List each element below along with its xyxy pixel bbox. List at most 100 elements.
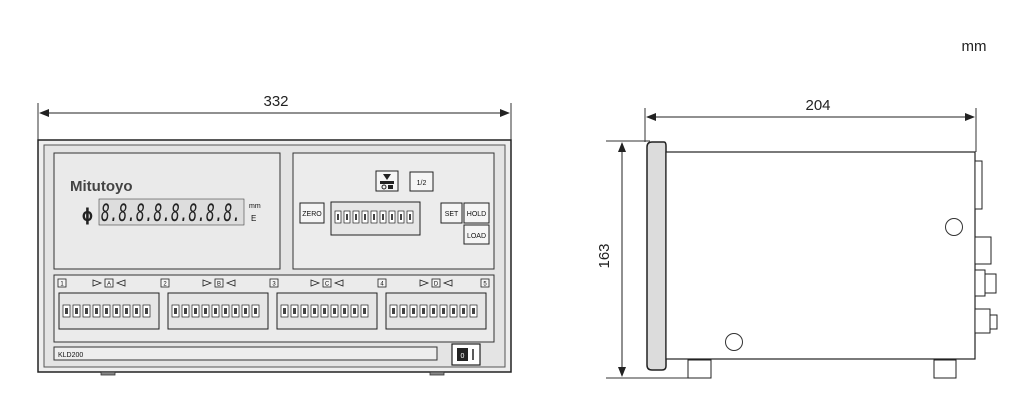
side-screw-upper [945,218,963,236]
terminal-b-pin-contact [224,308,227,314]
brand-logo: Mitutoyo [70,178,132,195]
phi-symbol: ϕ [82,205,93,226]
power-switch-rocker [457,348,468,361]
terminal-b-pin-contact [194,308,197,314]
svg-text:1: 1 [60,282,64,288]
terminal-a-pin-contact [85,308,88,314]
height-value: 163 [596,243,613,268]
terminal-b-pin-contact [204,308,207,314]
channel-number-1: 1 [57,278,67,288]
display-unit: mm [249,203,261,210]
zero-key[interactable] [299,202,325,224]
side-screw-lower [725,333,743,351]
rear-connector-3 [974,269,986,297]
set-key-label: SET [445,211,459,218]
lens-icon [380,174,394,190]
panel-connector-pin-contact [391,214,393,220]
terminal-d-pin-contact [432,308,435,314]
terminal-d-pin-contact [422,308,425,314]
channel-marker-d: D [419,278,453,288]
panel-connector-pin-contact [409,214,411,220]
channel-marker-c: C [310,278,344,288]
half-key[interactable] [409,171,434,192]
terminal-b-pin-contact [254,308,257,314]
hold-key[interactable] [463,202,490,224]
rear-connector-4-plug [989,314,998,330]
channel-number-3: 3 [269,278,279,288]
terminal-a-pin-contact [95,308,98,314]
terminal-b-pin-contact [234,308,237,314]
front-width-value: 332 [263,93,288,110]
terminal-c-pin-contact [313,308,316,314]
channel-marker-a: A [92,278,126,288]
terminal-a-pin-contact [145,308,148,314]
terminal-a-pin-contact [135,308,138,314]
unit-label: mm [962,38,987,55]
terminal-d-pin-contact [442,308,445,314]
terminal-c-pin-contact [353,308,356,314]
terminal-b-pin-contact [244,308,247,314]
side-housing [665,151,976,360]
panel-connector-pin-contact [337,214,339,220]
svg-text:3: 3 [272,282,276,288]
height-dimension: 163 [596,140,690,379]
svg-text:5: 5 [483,282,487,288]
terminal-c-pin-contact [283,308,286,314]
set-key[interactable] [440,202,463,224]
rear-connector-3-plug [984,273,997,294]
panel-connector-pin-contact [364,214,366,220]
panel-connector-pin-contact [400,214,402,220]
side-depth-dimension: 204 [644,97,977,152]
svg-text:0: 0 [461,353,465,360]
rear-connector-4 [974,308,991,334]
terminal-a-pin-contact [75,308,78,314]
half-key-label: 1/2 [417,180,427,187]
front-view: Mitutoyo ϕ 8.8.8.8.8.8.8.8. mm E 1/2 ZER… [37,139,512,376]
channel-marker-b: B [202,278,236,288]
terminal-d-pin-contact [392,308,395,314]
seven-segment-display [98,198,245,226]
terminal-b-pin-contact [214,308,217,314]
side-front-bezel [646,141,667,371]
svg-text:A: A [107,282,111,288]
terminal-b-pin-contact [174,308,177,314]
side-view [646,141,998,379]
terminal-c-pin-contact [343,308,346,314]
rear-connector-2 [974,236,992,265]
terminal-c-pin-contact [333,308,336,314]
panel-connector-pin-contact [346,214,348,220]
panel-connector-pin-contact [373,214,375,220]
channel-number-2: 2 [160,278,170,288]
side-foot-rear [933,359,957,379]
rear-connector-1 [974,160,983,210]
display-digits: 8.8.8.8.8.8.8.8. [101,199,241,227]
terminal-b-pin-contact [184,308,187,314]
display-flag: E [251,214,256,223]
panel-connector-pin-contact [382,214,384,220]
terminal-c-pin-contact [323,308,326,314]
model-plate [53,346,438,361]
load-key-label: LOAD [467,233,486,240]
terminal-c-pin-contact [303,308,306,314]
svg-text:D: D [434,282,439,288]
terminal-a-pin-contact [115,308,118,314]
terminal-a-pin-contact [105,308,108,314]
terminal-c-pin-contact [293,308,296,314]
svg-text:2: 2 [163,282,167,288]
model-label: KLD200 [58,352,83,359]
svg-text:C: C [325,282,330,288]
terminal-c-pin-contact [363,308,366,314]
hold-key-label: HOLD [467,211,486,218]
terminal-d-pin-contact [462,308,465,314]
channel-number-5: 5 [480,278,490,288]
load-key[interactable] [463,224,490,245]
terminal-a-pin-contact [65,308,68,314]
terminal-d-pin-contact [472,308,475,314]
channel-number-4: 4 [377,278,387,288]
side-foot-front [687,359,712,379]
panel-connector-pin-contact [355,214,357,220]
front-width-dimension: 332 [37,93,512,140]
side-depth-value: 204 [805,97,830,114]
svg-text:B: B [217,282,221,288]
